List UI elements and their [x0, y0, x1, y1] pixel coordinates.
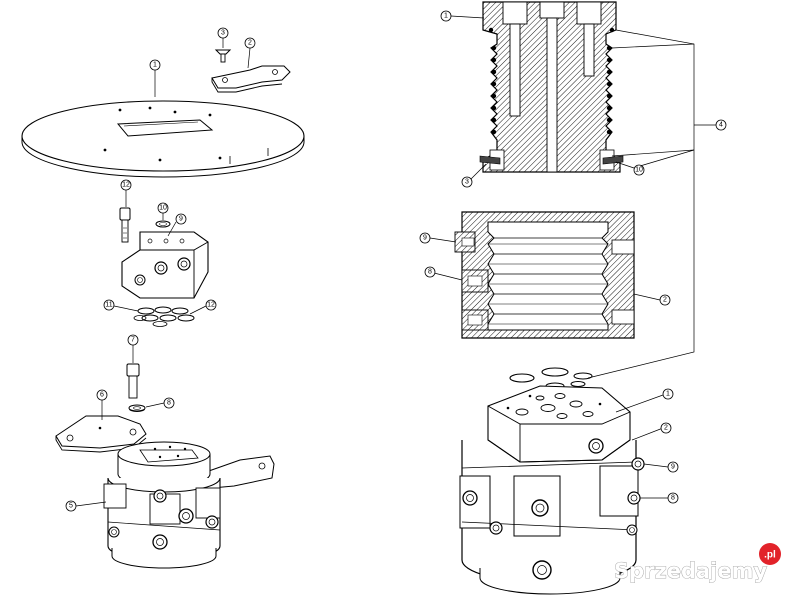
washer-ring — [155, 220, 171, 228]
callout-assembly-housing: 2 — [660, 422, 672, 434]
assembled-unit — [459, 385, 645, 595]
svg-text:10: 10 — [159, 205, 167, 212]
callout-washer: 10 — [157, 202, 169, 214]
callout-port-bottom: 8 — [424, 266, 436, 278]
small-screw — [214, 49, 232, 63]
svg-text:8: 8 — [167, 400, 171, 407]
svg-text:2: 2 — [664, 425, 668, 432]
callout-bolt: 12 — [120, 179, 132, 191]
callout-section-top: 1 — [440, 10, 452, 22]
watermark: Sprzedajemy .pl — [614, 543, 781, 583]
callout-bolt-washer: 8 — [163, 397, 175, 409]
housing-section — [454, 211, 635, 339]
svg-text:8: 8 — [671, 495, 675, 502]
svg-text:10: 10 — [635, 167, 643, 174]
shaft-section — [479, 1, 624, 173]
callout-gasket-right: 10 — [633, 164, 645, 176]
valve-block — [121, 231, 209, 299]
watermark-text: Sprzedajemy — [614, 559, 768, 583]
callout-base: 5 — [65, 500, 77, 512]
cap-bolt — [119, 207, 131, 243]
svg-text:9: 9 — [423, 235, 427, 242]
svg-text:7: 7 — [131, 337, 135, 344]
callout-plate: 1 — [149, 59, 161, 71]
callout-arm: 6 — [96, 389, 108, 401]
left-leaders — [75, 38, 251, 507]
callout-gasket-left: 3 — [461, 176, 473, 188]
svg-text:1: 1 — [444, 13, 448, 20]
svg-text:12: 12 — [122, 182, 130, 189]
seal-ring-set — [133, 306, 195, 327]
svg-text:3: 3 — [221, 30, 225, 37]
svg-text:11: 11 — [105, 302, 112, 309]
svg-text:1: 1 — [153, 62, 157, 69]
callout-bracket: 2 — [244, 37, 256, 49]
loose-seals — [509, 367, 593, 390]
callout-assembly-top: 1 — [662, 388, 674, 400]
callout-seals: 4 — [715, 119, 727, 131]
right-leaders — [429, 15, 716, 499]
svg-text:5: 5 — [69, 503, 73, 510]
svg-text:1: 1 — [666, 391, 670, 398]
svg-text:4: 4 — [719, 122, 723, 129]
callout-housing: 2 — [659, 294, 671, 306]
callout-port-top: 9 — [419, 232, 431, 244]
watermark-badge: .pl — [764, 550, 776, 561]
callout-seal-left: 11 — [103, 299, 115, 311]
svg-text:8: 8 — [428, 269, 432, 276]
callout-assembly-port-top: 9 — [667, 461, 679, 473]
callout-assembly-port-bottom: 8 — [667, 492, 679, 504]
svg-text:12: 12 — [207, 302, 215, 309]
long-bolt — [126, 363, 140, 399]
svg-text:3: 3 — [465, 179, 469, 186]
small-bracket — [211, 65, 291, 93]
svg-text:9: 9 — [671, 464, 675, 471]
svg-text:6: 6 — [100, 392, 104, 399]
svg-text:9: 9 — [179, 216, 183, 223]
svg-text:2: 2 — [248, 40, 252, 47]
callout-screw: 3 — [217, 27, 229, 39]
mounting-plate — [21, 100, 305, 178]
svg-text:2: 2 — [663, 297, 667, 304]
callout-long-bolt: 7 — [127, 334, 139, 346]
callout-block: 9 — [175, 213, 187, 225]
base-rotary-unit — [103, 441, 275, 569]
bolt-washer — [128, 404, 146, 412]
callout-seal-right: 12 — [205, 299, 217, 311]
watermark-badge-icon — [759, 543, 781, 565]
